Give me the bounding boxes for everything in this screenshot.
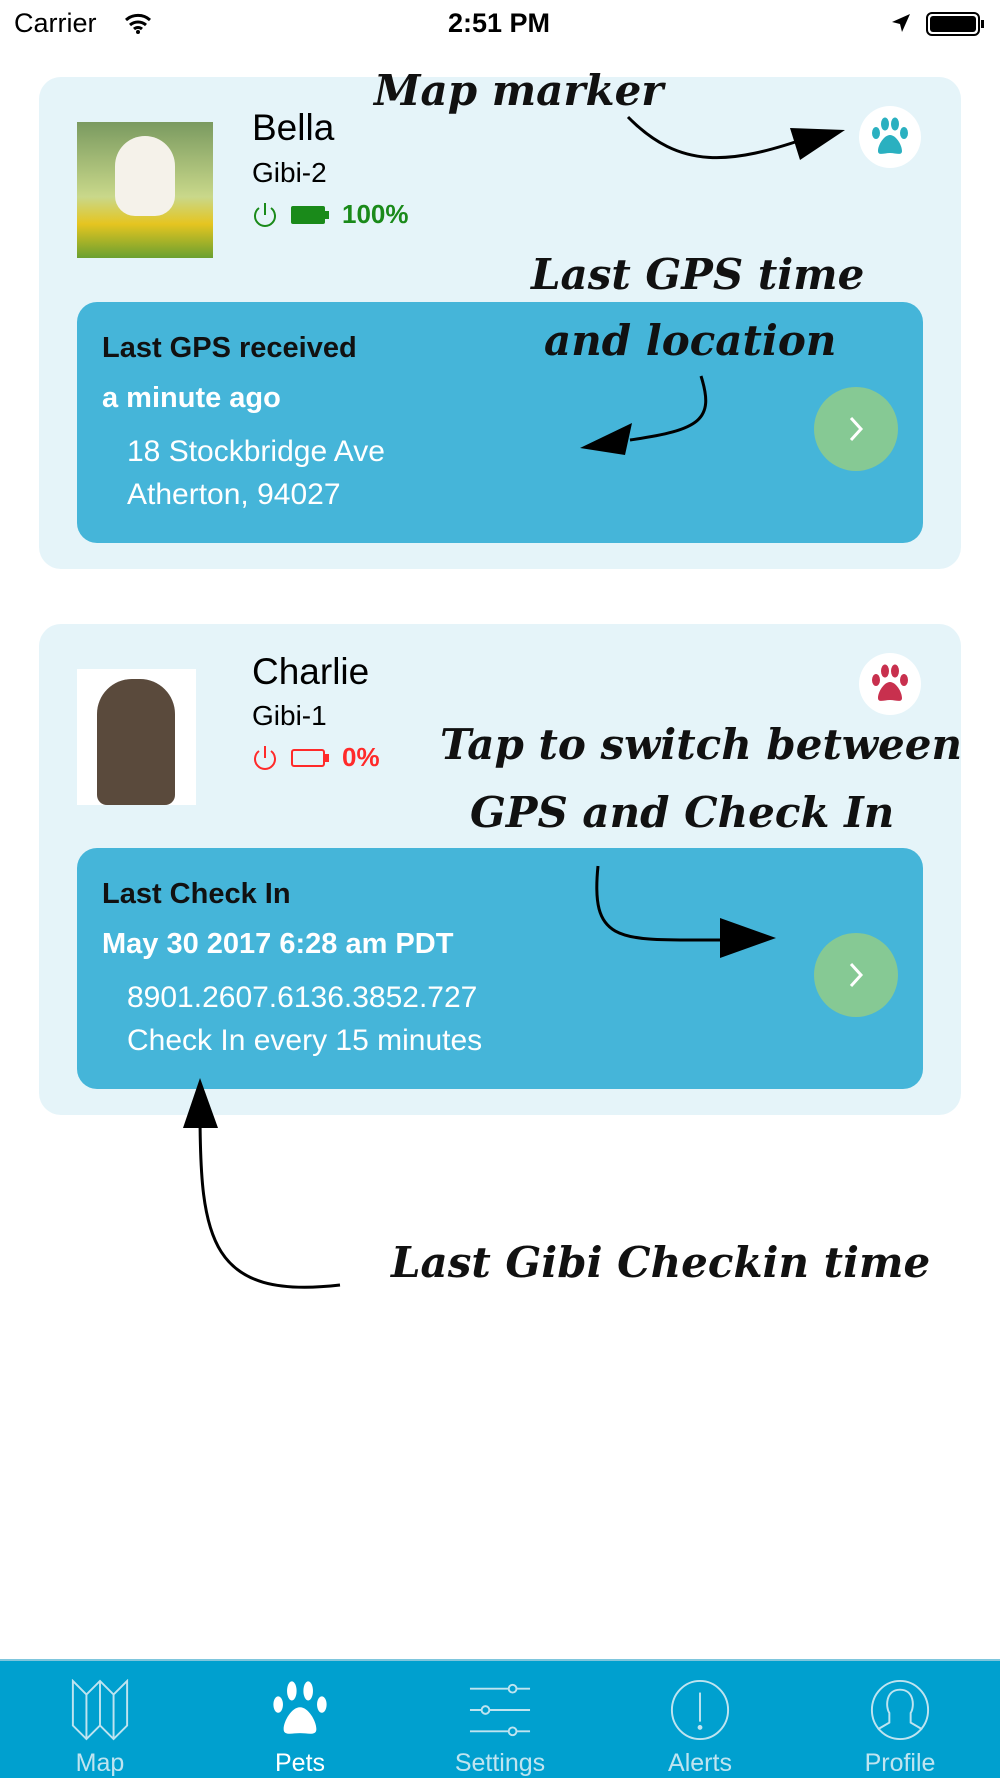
map-marker-button[interactable] bbox=[859, 653, 921, 715]
battery-icon bbox=[926, 12, 984, 36]
annotation-tap-2: GPS and Check In bbox=[470, 788, 895, 837]
annotation-map-marker: Map marker bbox=[374, 66, 664, 115]
arrow-checkin bbox=[198, 1109, 341, 1289]
annotation-gps-1: Last GPS time bbox=[531, 250, 865, 299]
status-bar: Carrier 2:51 PM bbox=[0, 0, 1000, 48]
panel-title: Last GPS received bbox=[102, 332, 357, 364]
tab-label: Pets bbox=[274, 1749, 326, 1777]
address-line-2: Atherton, 94027 bbox=[127, 478, 341, 511]
annotation-tap-1: Tap to switch between bbox=[440, 720, 962, 769]
tab-label: Profile bbox=[864, 1749, 936, 1777]
tab-bar: Map Pets Settings Alerts Profile bbox=[0, 1659, 1000, 1778]
map-icon bbox=[71, 1679, 129, 1741]
tab-label: Settings bbox=[454, 1749, 546, 1777]
annotation-checkin: Last Gibi Checkin time bbox=[391, 1238, 931, 1287]
power-icon bbox=[254, 202, 276, 227]
annotation-gps-2: and location bbox=[544, 316, 837, 365]
map-marker-button[interactable] bbox=[859, 106, 921, 168]
pet-photo bbox=[77, 669, 196, 805]
alert-icon bbox=[670, 1679, 730, 1741]
pet-name: Charlie bbox=[252, 651, 370, 692]
pet-card-charlie[interactable]: Charlie Gibi-1 0% Last Check In May 30 2… bbox=[39, 624, 961, 1115]
checkin-interval: Check In every 15 minutes bbox=[127, 1024, 483, 1057]
device-id: 8901.2607.6136.3852.727 bbox=[127, 981, 478, 1014]
tab-profile[interactable]: Profile bbox=[800, 1661, 1000, 1778]
battery-percent: 0% bbox=[342, 742, 380, 772]
tab-settings[interactable]: Settings bbox=[400, 1661, 600, 1778]
pet-photo bbox=[77, 122, 213, 258]
tab-alerts[interactable]: Alerts bbox=[600, 1661, 800, 1778]
profile-icon bbox=[870, 1679, 930, 1741]
address-line-1: 18 Stockbridge Ave bbox=[127, 435, 385, 468]
arrow-map-marker bbox=[626, 115, 811, 160]
arrow-tap bbox=[595, 865, 721, 942]
tab-label: Alerts bbox=[668, 1749, 732, 1777]
pet-card-bella[interactable]: Bella Gibi-2 100% Last GPS received a mi… bbox=[39, 77, 961, 569]
battery-status: 100% bbox=[252, 199, 409, 230]
tab-pets[interactable]: Pets bbox=[200, 1661, 400, 1778]
toggle-gps-checkin-button[interactable] bbox=[814, 933, 898, 1017]
wifi-icon bbox=[125, 13, 151, 34]
device-name: Gibi-2 bbox=[252, 157, 327, 188]
battery-percent: 100% bbox=[342, 199, 409, 229]
power-icon bbox=[254, 745, 276, 770]
paw-icon bbox=[872, 664, 908, 701]
battery-full-icon bbox=[291, 205, 329, 224]
pet-name: Bella bbox=[252, 107, 335, 148]
paw-icon bbox=[273, 1681, 327, 1734]
last-gps-panel[interactable]: Last GPS received a minute ago 18 Stockb… bbox=[77, 302, 923, 543]
carrier: Carrier bbox=[14, 8, 97, 38]
tab-map[interactable]: Map bbox=[0, 1661, 200, 1778]
sliders-icon bbox=[469, 1683, 531, 1737]
battery-status: 0% bbox=[252, 742, 380, 773]
panel-time: May 30 2017 6:28 am PDT bbox=[102, 928, 454, 960]
arrow-gps bbox=[629, 375, 708, 442]
battery-empty-icon bbox=[291, 748, 329, 767]
annotation-arrows bbox=[183, 115, 845, 1289]
chevron-right-icon bbox=[849, 416, 864, 442]
clock: 2:51 PM bbox=[448, 8, 551, 38]
panel-title: Last Check In bbox=[102, 878, 291, 910]
last-checkin-panel[interactable]: Last Check In May 30 2017 6:28 am PDT 89… bbox=[77, 848, 923, 1089]
paw-icon bbox=[872, 117, 908, 154]
chevron-right-icon bbox=[849, 962, 864, 988]
tab-label: Map bbox=[75, 1749, 125, 1777]
device-name: Gibi-1 bbox=[252, 700, 327, 731]
toggle-gps-checkin-button[interactable] bbox=[814, 387, 898, 471]
panel-time: a minute ago bbox=[102, 382, 281, 414]
location-arrow-icon bbox=[892, 14, 910, 32]
